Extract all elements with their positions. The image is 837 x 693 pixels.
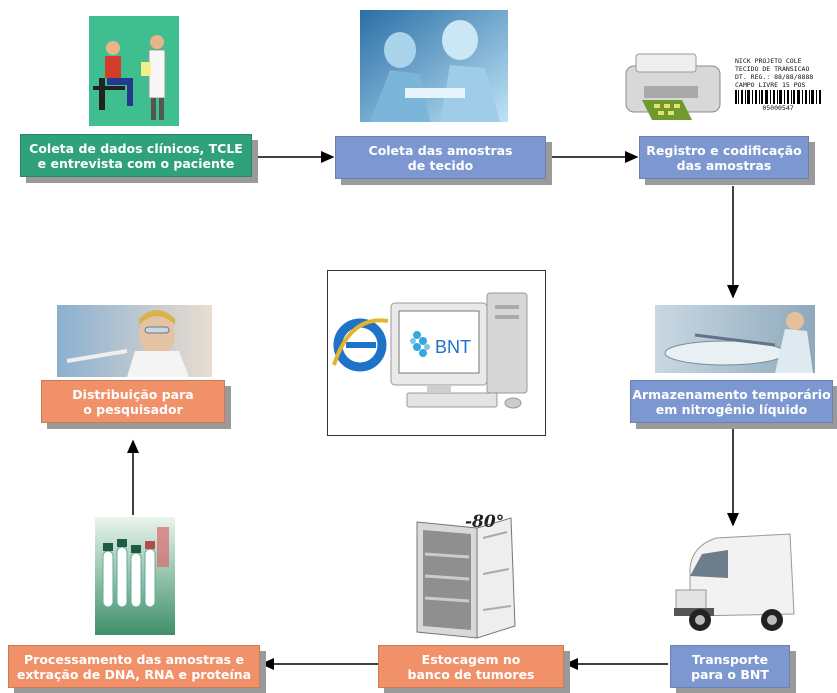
test-tubes-photo [95, 517, 175, 635]
barcode-number: 05000547 [762, 104, 794, 112]
computer-bnt-icon [390, 292, 528, 409]
step-3-line-1: Registro e codificação [646, 142, 802, 158]
freezer-temperature: -80° [465, 512, 505, 532]
step-7-processing: Processamento das amostras e extração de… [8, 645, 260, 688]
label-printer-icon [625, 53, 721, 120]
label-line-3: DT. REG.: 88/88/8888 [735, 73, 814, 81]
step-1-line-1: Coleta de dados clínicos, TCLE [29, 140, 243, 156]
step-1-line-2: e entrevista com o paciente [37, 155, 235, 171]
nitrogen-tank-photo [655, 305, 815, 373]
step-6-line-2: banco de tumores [407, 666, 535, 682]
researcher-photo [57, 305, 212, 377]
internet-explorer-icon [332, 318, 389, 372]
label-line-4: CAMPO LIVRE 15 POS [735, 81, 806, 89]
step-5-line-2: para o BNT [691, 666, 769, 682]
step-7-line-2: extração de DNA, RNA e proteína [16, 666, 252, 682]
step-4-line-1: Armazenamento temporário [632, 386, 831, 402]
step-8-line-1: Distribuição para [72, 386, 194, 402]
step-1-clinical-data: Coleta de dados clínicos, TCLE e entrevi… [20, 134, 252, 177]
step-2-tissue-collection: Coleta das amostras de tecido [335, 136, 546, 179]
step-3-line-2: das amostras [676, 157, 772, 173]
step-4-line-2: em nitrogênio líquido [655, 401, 808, 417]
step-2-line-1: Coleta das amostras [368, 142, 513, 158]
step-5-transport: Transporte para o BNT [670, 645, 790, 688]
step-4-nitrogen-storage: Armazenamento temporário em nitrogênio l… [630, 380, 833, 423]
step-6-line-1: Estocagem no [421, 651, 521, 667]
step-8-distribution: Distribuição para o pesquisador [41, 380, 225, 423]
bnt-logo-text: BNT [435, 337, 471, 357]
freezer-icon [416, 517, 516, 639]
step-2-line-2: de tecido [407, 157, 474, 173]
van-icon [674, 533, 795, 631]
step-5-line-1: Transporte [691, 651, 769, 667]
barcode-label: NICK PROJETO COLE TECIDO DE TRANSICAO DT… [735, 57, 835, 112]
step-3-registration: Registro e codificação das amostras [639, 136, 809, 179]
patient-interview-icon [89, 16, 179, 126]
step-8-line-2: o pesquisador [83, 401, 183, 417]
label-line-2: TECIDO DE TRANSICAO [735, 65, 810, 73]
step-6-tumor-bank: Estocagem no banco de tumores [378, 645, 564, 688]
step-7-line-1: Processamento das amostras e [24, 651, 244, 667]
center-computer-panel: BNT [327, 270, 546, 436]
surgery-photo [360, 10, 508, 122]
barcode-icon [735, 90, 821, 104]
label-line-1: NICK PROJETO COLE [735, 57, 802, 65]
